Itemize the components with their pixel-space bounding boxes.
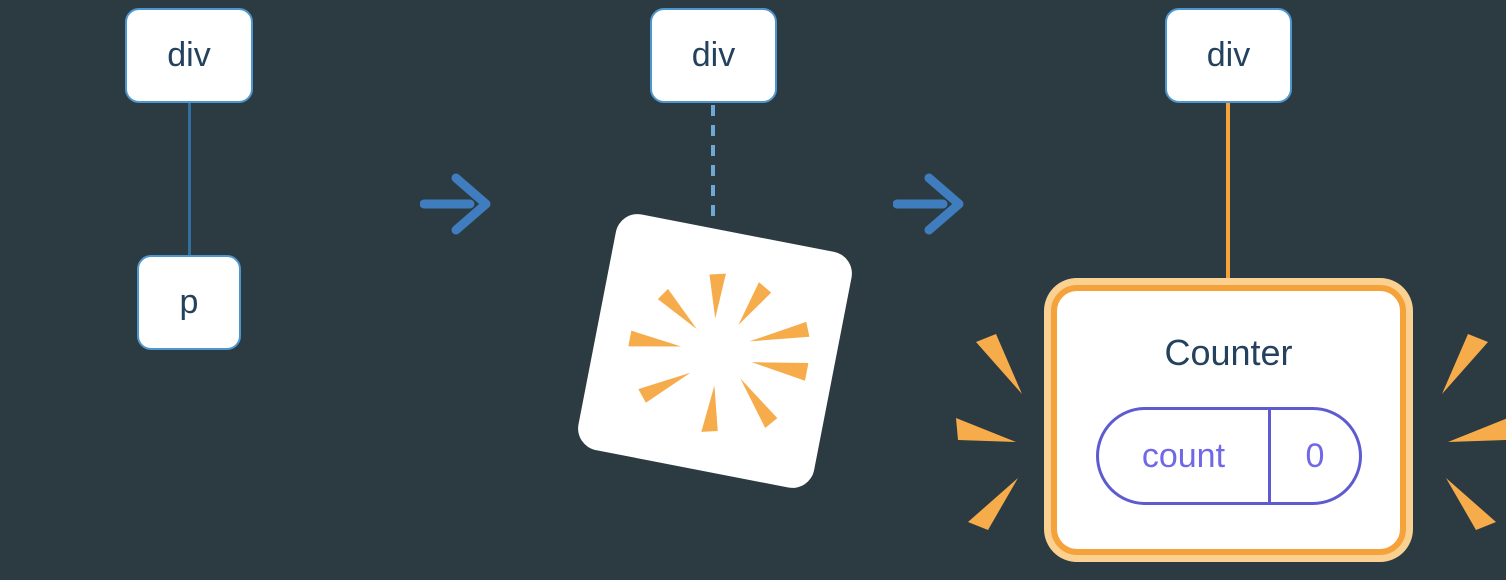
dom-node-div-during: div xyxy=(650,8,777,103)
dom-node-div-after: div xyxy=(1165,8,1292,103)
state-pill: count 0 xyxy=(1095,407,1362,505)
node-label: div xyxy=(167,36,211,74)
node-label: div xyxy=(691,36,736,74)
counter-component-card: Counter count 0 xyxy=(1051,285,1406,555)
dom-node-p-before: p xyxy=(137,255,241,350)
node-label: div xyxy=(1206,36,1251,74)
state-key: count xyxy=(1141,436,1226,475)
sparks-right-icon xyxy=(1442,334,1506,530)
orange-connector xyxy=(1226,103,1230,287)
burst-icon xyxy=(628,273,810,432)
sparks-left-icon xyxy=(956,334,1022,530)
arrow-right-icon xyxy=(420,173,491,235)
dashed-connector xyxy=(711,105,715,225)
state-value: 0 xyxy=(1305,436,1325,475)
state-divider xyxy=(1268,410,1272,502)
destroyed-subtree-card xyxy=(574,210,856,492)
arrow-right-icon xyxy=(893,173,964,235)
tree-connector-before xyxy=(188,103,191,256)
dom-node-div-before: div xyxy=(125,8,253,103)
counter-title: Counter xyxy=(1164,332,1293,373)
node-label: p xyxy=(179,283,199,321)
